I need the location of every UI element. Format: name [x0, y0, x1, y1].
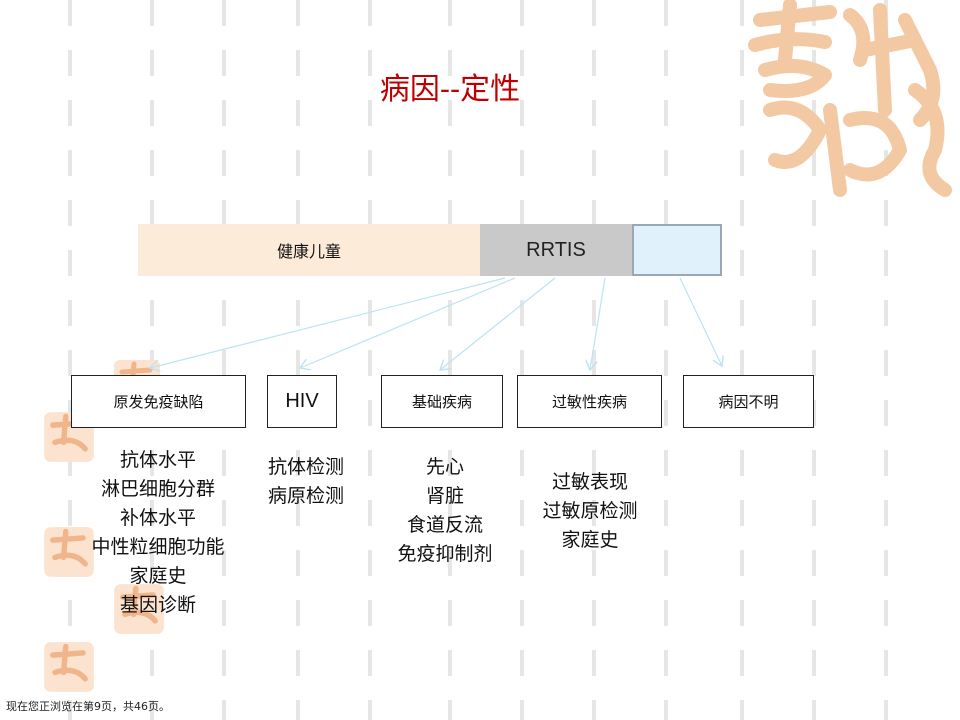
details-allergic-disease: 过敏表现 过敏原检测 家庭史: [515, 468, 665, 555]
arrow-to-unknown-cause: [679, 277, 722, 366]
small-seal-decoration: [114, 584, 164, 634]
details-hiv: 抗体检测 病原检测: [250, 453, 362, 511]
background-stripe: [68, 0, 72, 720]
details-primary-immunodeficiency: 抗体水平 淋巴细胞分群 补体水平 中性粒细胞功能 家庭史 基因诊断: [68, 446, 248, 620]
category-underlying-disease: 基础疾病: [381, 375, 503, 428]
slide-title: 病因--定性: [379, 72, 521, 107]
detail-item: 基因诊断: [119, 594, 196, 616]
background-stripe: [740, 0, 744, 720]
category-primary-immunodeficiency: 原发免疫缺陷: [71, 375, 246, 428]
category-unknown-cause: 病因不明: [683, 375, 814, 428]
arrow-to-underlying-disease: [440, 277, 556, 370]
bar-segment-rrtis: RRTIS: [480, 224, 632, 276]
detail-item: 过敏原检测: [542, 500, 638, 522]
background-stripe: [222, 0, 226, 720]
detail-item: 淋巴细胞分群: [100, 478, 215, 500]
small-seal-decoration: [44, 527, 94, 577]
detail-item: 病原检测: [267, 485, 344, 507]
detail-item: 先心: [425, 456, 464, 478]
background-stripe: [520, 0, 524, 720]
background-stripe: [884, 0, 888, 720]
detail-item: 食道反流: [406, 514, 483, 536]
detail-item: 抗体水平: [119, 449, 196, 471]
detail-item: 肾脏: [425, 485, 464, 507]
detail-item: 中性粒细胞功能: [91, 536, 225, 558]
category-hiv: HIV: [267, 375, 337, 428]
background-stripe: [812, 0, 816, 720]
arrow-to-primary-immunodeficiency: [150, 277, 506, 368]
background-stripe: [368, 0, 372, 720]
page-indicator: 现在您正浏览在第9页，共46页。: [6, 700, 170, 713]
detail-item: 免疫抑制剂: [397, 543, 493, 565]
arrow-to-hiv: [300, 277, 516, 368]
bar-segment-healthy: 健康儿童: [138, 224, 480, 276]
background-stripe: [664, 0, 668, 720]
detail-item: 补体水平: [119, 507, 196, 529]
detail-item: 家庭史: [129, 565, 187, 587]
small-seal-decoration: [44, 642, 94, 692]
detail-item: 家庭史: [561, 529, 619, 551]
arrow-to-allergic-disease: [590, 277, 606, 370]
detail-item: 抗体检测: [267, 456, 344, 478]
calligraphy-seal-decoration: [748, 0, 952, 197]
bar-segment-unknown: [632, 224, 722, 276]
detail-item: 过敏表现: [551, 471, 628, 493]
details-underlying-disease: 先心 肾脏 食道反流 免疫抑制剂: [375, 453, 515, 569]
category-allergic-disease: 过敏性疾病: [517, 375, 662, 428]
background-stripe: [296, 0, 300, 720]
